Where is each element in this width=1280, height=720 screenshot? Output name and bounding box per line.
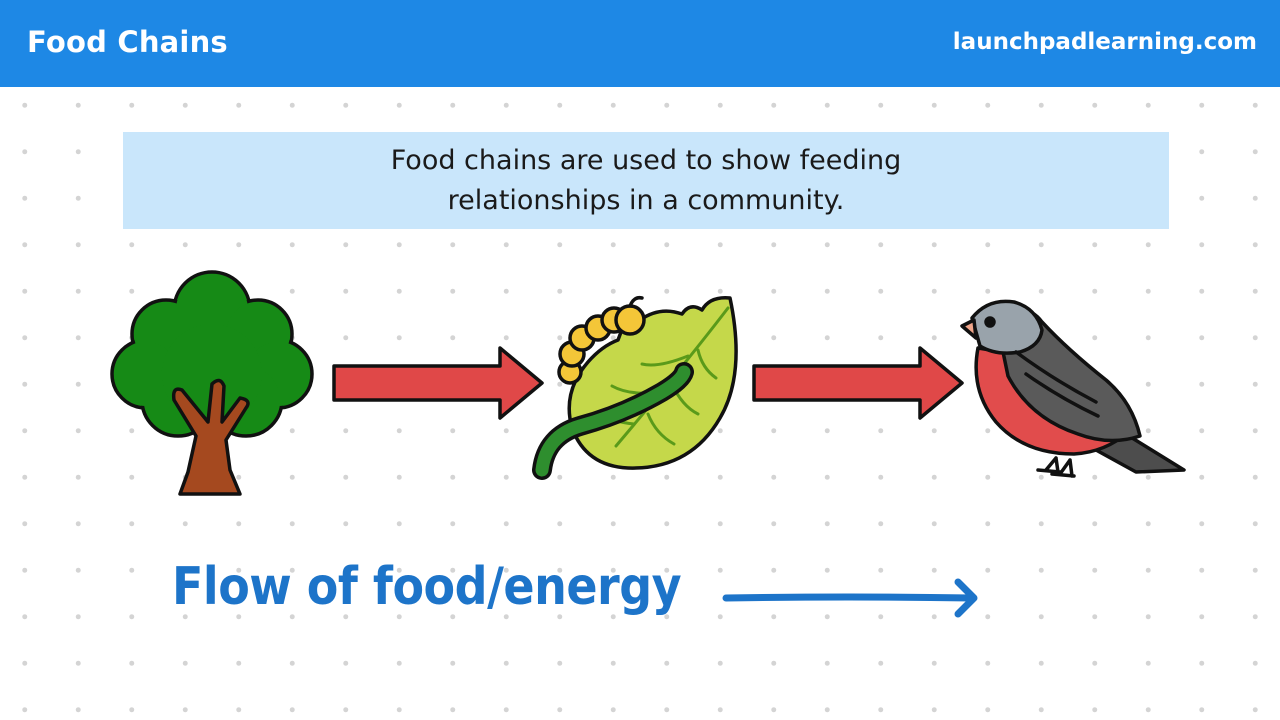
site-url: launchpadlearning.com <box>952 29 1257 55</box>
caterpillar-leaf-icon <box>532 295 738 480</box>
info-text: Food chains are used to show feeding rel… <box>390 144 902 216</box>
food-chain-arrow-2 <box>752 346 964 420</box>
tree-icon <box>110 270 314 496</box>
header-bar: Food Chains launchpadlearning.com <box>0 0 1280 87</box>
info-box: Food chains are used to show feeding rel… <box>123 132 1169 229</box>
flow-arrow-icon <box>722 578 978 618</box>
bird-icon <box>960 299 1186 478</box>
food-chain-arrow-1 <box>332 346 544 420</box>
page-title: Food Chains <box>27 25 228 59</box>
flow-label: Flow of food/energy <box>172 556 682 617</box>
